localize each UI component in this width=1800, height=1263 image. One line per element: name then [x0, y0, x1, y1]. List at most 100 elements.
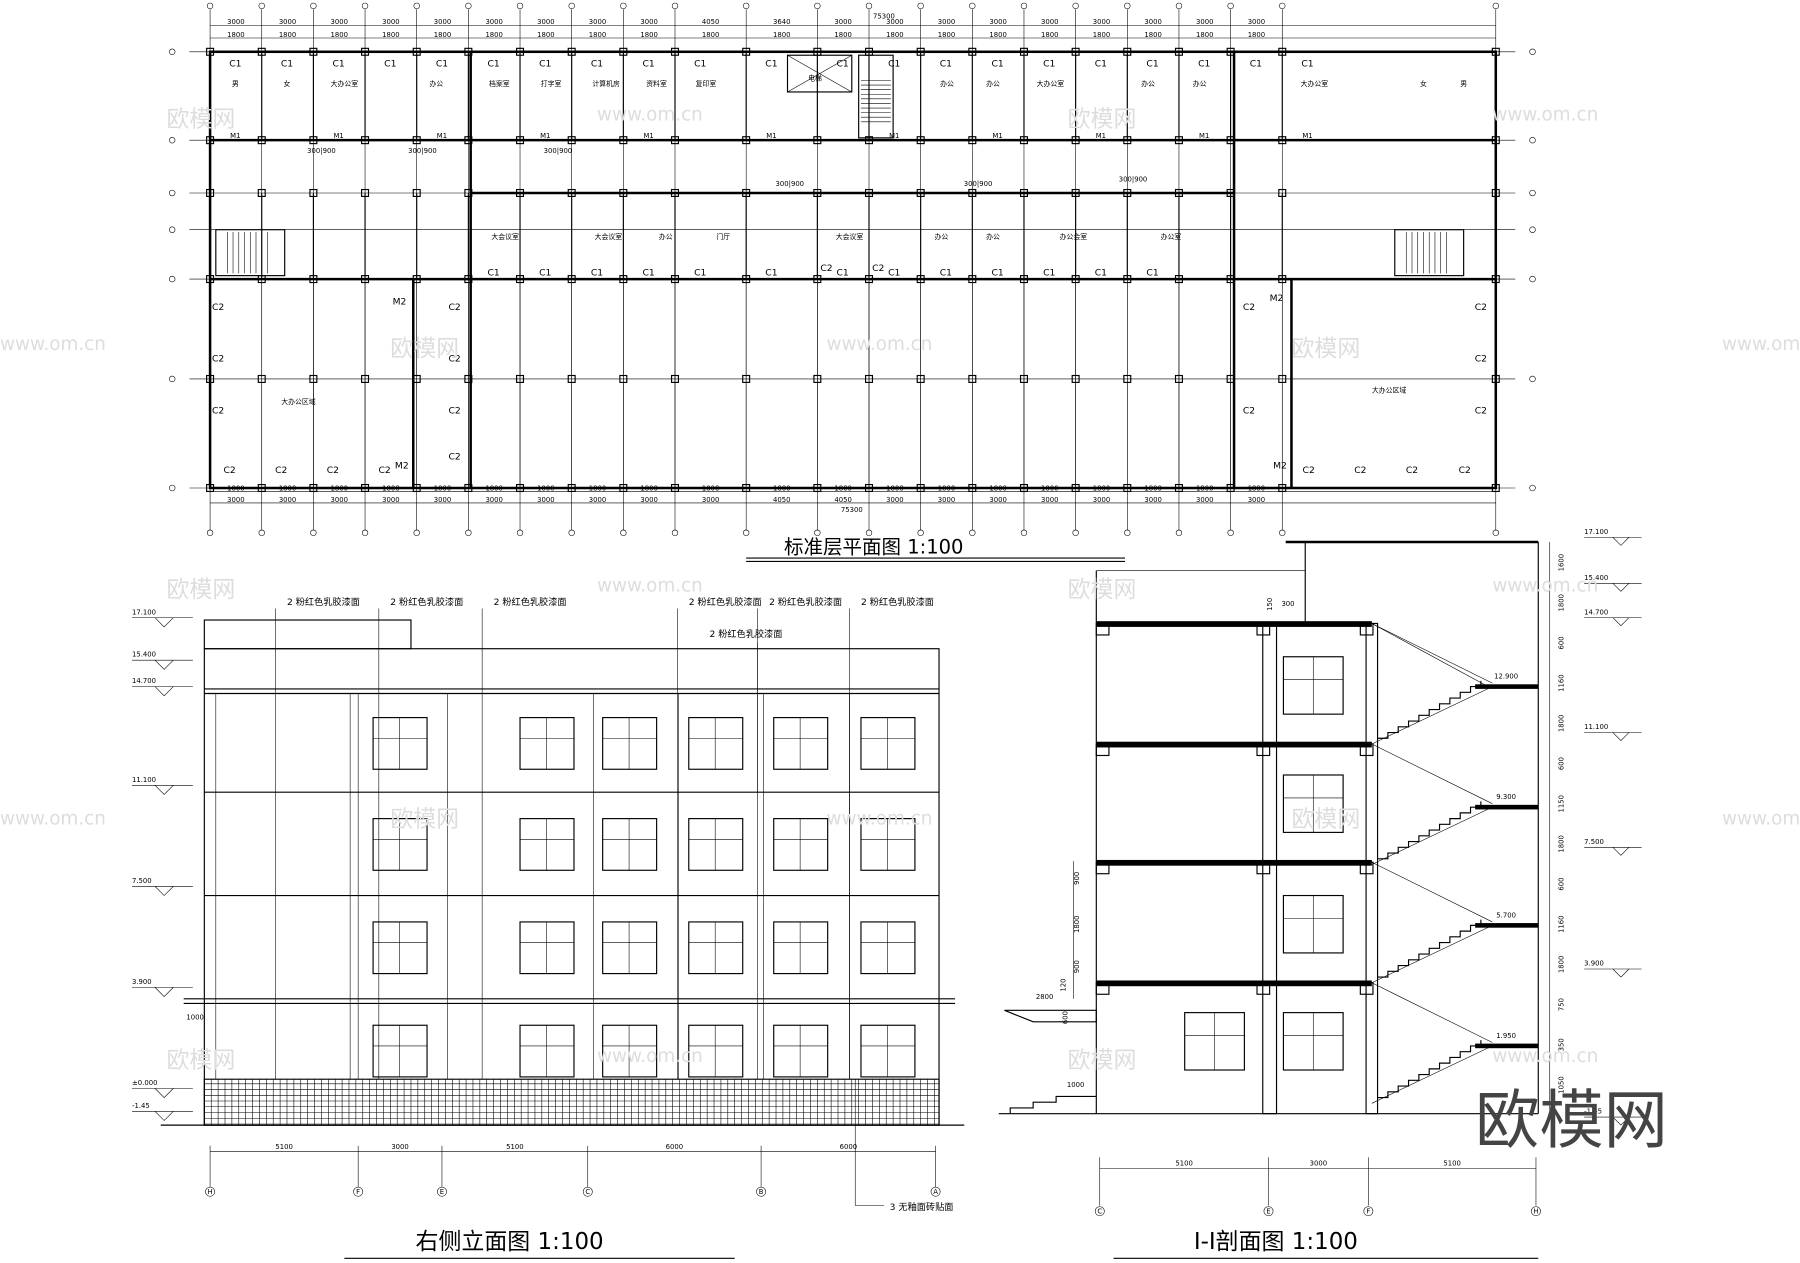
axis-bubble	[206, 2, 214, 10]
column	[1174, 47, 1183, 56]
dim-text: 3000	[330, 496, 348, 504]
room-label: 女	[284, 79, 291, 88]
column	[968, 188, 977, 197]
room-label: 办公	[1141, 79, 1155, 88]
watermark-url: www.om.cn	[1492, 1046, 1598, 1067]
watermark-logo: 欧模网	[1475, 1083, 1668, 1158]
dim-text: 1800	[434, 31, 452, 39]
level-label: 11.100	[1584, 723, 1608, 731]
level-label: 15.400	[132, 651, 156, 659]
room-label: 办公室	[1161, 232, 1182, 241]
axis-bubble	[671, 2, 679, 10]
watermark-url: www.om.cn	[1722, 808, 1800, 829]
axis-label: H	[1533, 1208, 1538, 1216]
column	[1491, 47, 1500, 56]
column	[309, 374, 318, 383]
room-label: 男	[1460, 80, 1467, 88]
column	[1019, 47, 1028, 56]
opening-dim: 300|900	[307, 147, 336, 155]
column	[361, 188, 370, 197]
axis-bubble	[413, 2, 420, 10]
column	[742, 275, 751, 284]
column	[1019, 188, 1028, 197]
axis-bubble	[465, 2, 472, 10]
level-label: 3.900	[1584, 960, 1604, 968]
room-label: 办公会室	[1060, 232, 1088, 241]
axis-label: E	[1266, 1208, 1270, 1216]
landing-slab	[1475, 923, 1539, 928]
column	[516, 275, 525, 284]
axis-bubble	[169, 48, 176, 55]
stair-steps	[1377, 1040, 1482, 1099]
dim-text: 1000	[1067, 1081, 1085, 1089]
axis-label: H	[207, 1188, 212, 1196]
watermark-logo: 欧模网	[1291, 807, 1360, 833]
level-label: 11.100	[132, 776, 156, 784]
room-label: 大办公区域	[1372, 386, 1407, 395]
dim-text: 3000	[1248, 496, 1265, 504]
column	[1123, 275, 1132, 284]
dim-text: 1800	[382, 484, 400, 492]
room-label: 档案室	[489, 79, 510, 88]
column	[968, 374, 977, 383]
axis-bubble	[620, 2, 627, 10]
column	[1491, 136, 1500, 145]
column	[309, 136, 318, 145]
column	[361, 275, 370, 284]
dim-text: 1800	[382, 31, 400, 39]
column	[567, 136, 576, 145]
window	[860, 1024, 916, 1078]
window-label-c1: C1	[539, 268, 551, 279]
dim-text: 3000	[589, 18, 607, 26]
dim-text: 1800	[1144, 484, 1162, 492]
window-label-c1: C1	[1198, 59, 1210, 70]
dim-text: 3000	[938, 496, 956, 504]
axis-bubble	[1529, 484, 1536, 492]
window-label-c1: C1	[836, 268, 848, 279]
door-label-m2: M2	[395, 460, 409, 471]
axis-bubble	[865, 2, 873, 10]
column	[1278, 374, 1287, 383]
axis-bubble	[620, 529, 627, 536]
total-dim: 75300	[841, 506, 863, 514]
axis-bubble	[917, 2, 924, 10]
level-mark	[1612, 537, 1630, 546]
dim-text: 1800	[537, 484, 555, 492]
column	[1226, 374, 1235, 383]
dim-text: 3000	[434, 18, 452, 26]
room-label: 大办公室	[331, 79, 359, 88]
column	[412, 374, 421, 383]
room-label: 办公	[940, 79, 954, 88]
axis-bubble	[169, 189, 176, 197]
axis-bubble	[310, 529, 317, 536]
window-label-c1: C1	[991, 268, 1003, 279]
axis-bubble	[1529, 275, 1536, 283]
axis-bubble	[1020, 2, 1028, 10]
finish-label: 2 粉红色乳胶漆面	[689, 596, 762, 608]
column	[1123, 47, 1132, 56]
dim-text: 3000	[1196, 496, 1213, 504]
axis-bubble	[516, 2, 524, 10]
dim-text: 1800	[1558, 715, 1566, 732]
axis-bubble	[1175, 2, 1183, 10]
dim-text: 3000	[886, 496, 904, 504]
window	[773, 921, 829, 975]
level-mark	[1612, 617, 1630, 627]
window-label-c1: C1	[1146, 59, 1158, 70]
column	[670, 275, 680, 284]
stair-flight	[1371, 623, 1493, 690]
axis-bubble	[169, 275, 176, 283]
level-mark	[154, 785, 174, 795]
dim-text: 3000	[886, 18, 904, 26]
column	[1278, 188, 1287, 197]
dim-text: 1800	[434, 484, 452, 492]
watermark-logo: 欧模网	[166, 577, 235, 603]
column	[567, 374, 576, 383]
window-label-c1: C1	[991, 59, 1003, 70]
stair	[1394, 229, 1465, 277]
column	[813, 374, 822, 383]
dim-text: 3000	[938, 18, 956, 26]
window-label-c2: C2	[327, 465, 339, 476]
column	[516, 136, 525, 145]
finish-label: 2 粉红色乳胶漆面	[709, 628, 782, 640]
